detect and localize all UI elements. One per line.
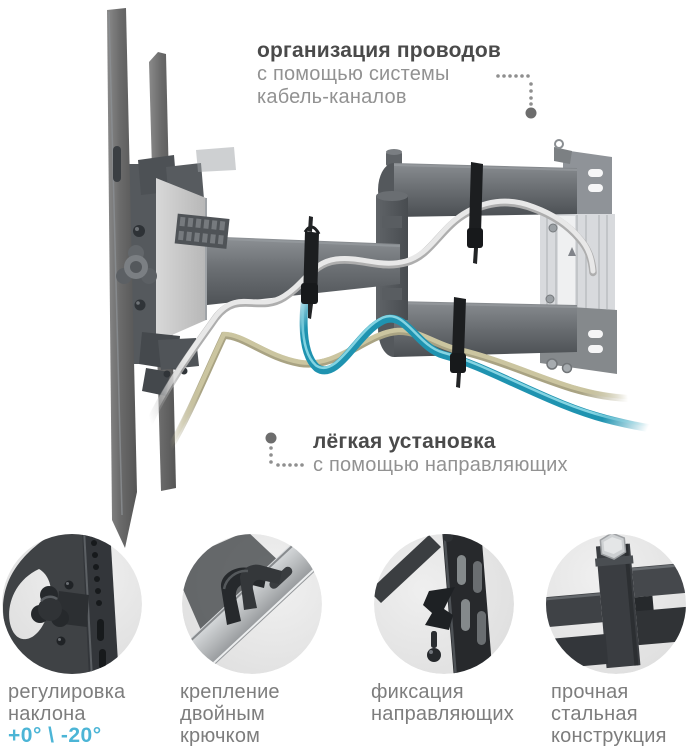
feature-photo-steel-frame	[546, 534, 686, 674]
caption-rail-fixation: фиксация направляющих	[371, 681, 514, 725]
tilt-range-value: +0° \ -20°	[8, 724, 102, 747]
annotation-title: организация проводов	[257, 39, 502, 62]
caption-steel-frame: прочная стальная конструкция	[551, 681, 667, 747]
caption-tilt-adjustment: регулировка наклона +0° \ -20°	[8, 681, 125, 747]
cable-tie-lower-arm	[450, 297, 466, 388]
caption-line: регулировка	[8, 681, 126, 703]
caption-line: крючком	[180, 725, 261, 747]
caption-line: двойным	[180, 703, 265, 725]
cable-tie-beam	[301, 216, 321, 319]
caption-double-hook: крепление двойным крючком	[180, 681, 280, 747]
caption-line: крепление	[180, 681, 280, 703]
caption-line: стальная	[551, 703, 638, 725]
leader-easy-install	[265, 432, 304, 467]
cables	[146, 198, 652, 451]
tilt-knob	[116, 225, 157, 311]
tv-mount-illustration	[107, 8, 652, 548]
cable-ties	[301, 162, 483, 388]
cable-tie-upper-arm	[467, 162, 483, 264]
leader-cable-management	[496, 74, 537, 119]
annotation-line: с помощью системы	[257, 63, 450, 85]
annotation-easy-install: лёгкая установка с помощью направляющих	[313, 429, 568, 477]
leader-endpoint-dot	[265, 432, 277, 444]
caption-line: конструкция	[551, 725, 667, 747]
feature-photo-rail-fixation	[374, 534, 514, 674]
tv-bracket-plate	[138, 147, 236, 396]
annotation-line: с помощью направляющих	[313, 454, 568, 476]
caption-line: наклона	[8, 703, 86, 725]
annotation-cable-management: организация проводов с помощью системы к…	[257, 38, 501, 109]
annotation-line: кабель-каналов	[257, 86, 407, 108]
feature-photo-tilt	[2, 534, 142, 674]
annotation-title: лёгкая установка	[313, 430, 496, 453]
leader-endpoint-dot	[525, 107, 537, 119]
feature-photo-double-hook	[182, 534, 322, 674]
caption-line: фиксация	[371, 681, 464, 703]
caption-line: направляющих	[371, 703, 514, 725]
caption-line: прочная	[551, 681, 629, 703]
